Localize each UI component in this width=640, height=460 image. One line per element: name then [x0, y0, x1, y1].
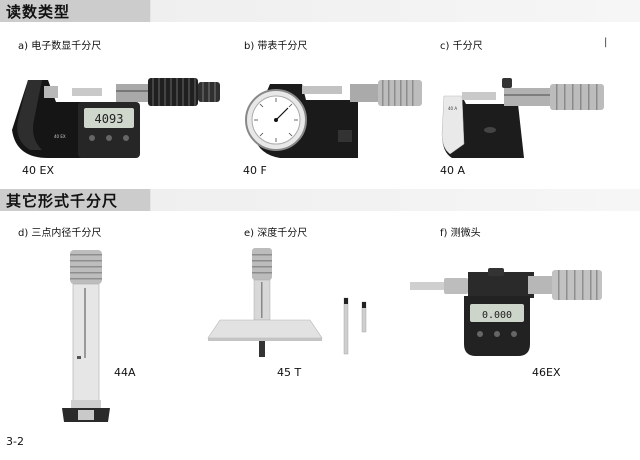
column-marker: |: [604, 37, 608, 48]
depth-micrometer-image: [207, 248, 367, 357]
section-bar-accent: [0, 189, 150, 211]
model-40ex: 40 EX: [22, 164, 54, 177]
item-label-micrometer: c) 千分尺: [440, 41, 483, 52]
item-label-digital-micrometer: a) 电子数显千分尺: [18, 41, 102, 52]
item-label-dial-micrometer: b) 带表千分尺: [244, 41, 308, 52]
section-title: 读数类型: [6, 3, 71, 21]
digital-micrometer-image: 4093 40 EX: [12, 78, 220, 158]
section-bar-accent: [0, 0, 150, 22]
item-label-micrometer-head: f) 测微头: [440, 228, 481, 239]
item-label-depth-micrometer: e) 深度千分尺: [244, 228, 308, 239]
page-number: 3-2: [6, 435, 24, 448]
section-bar-other-micrometers: 其它形式千分尺: [0, 189, 640, 211]
model-46ex: 46EX: [532, 366, 561, 379]
micrometer-head-image: 0.000: [410, 268, 602, 356]
svg-text:40 A: 40 A: [448, 106, 457, 111]
section-bar-reading-types: 读数类型: [0, 0, 640, 22]
lcd-reading: 4093: [95, 112, 124, 126]
micrometer-image: 40 A: [441, 78, 604, 158]
lcd-reading: 0.000: [482, 310, 512, 321]
section-title: 其它形式千分尺: [6, 192, 119, 210]
bore-micrometer-image: [62, 250, 110, 422]
dial-micrometer-image: [245, 80, 422, 158]
svg-text:40 EX: 40 EX: [54, 134, 66, 139]
model-45t: 45 T: [277, 366, 302, 379]
model-40a: 40 A: [440, 164, 466, 177]
item-label-three-point-bore-micrometer: d) 三点内径千分尺: [18, 228, 102, 239]
model-44a: 44A: [114, 366, 136, 379]
model-40f: 40 F: [243, 164, 267, 177]
